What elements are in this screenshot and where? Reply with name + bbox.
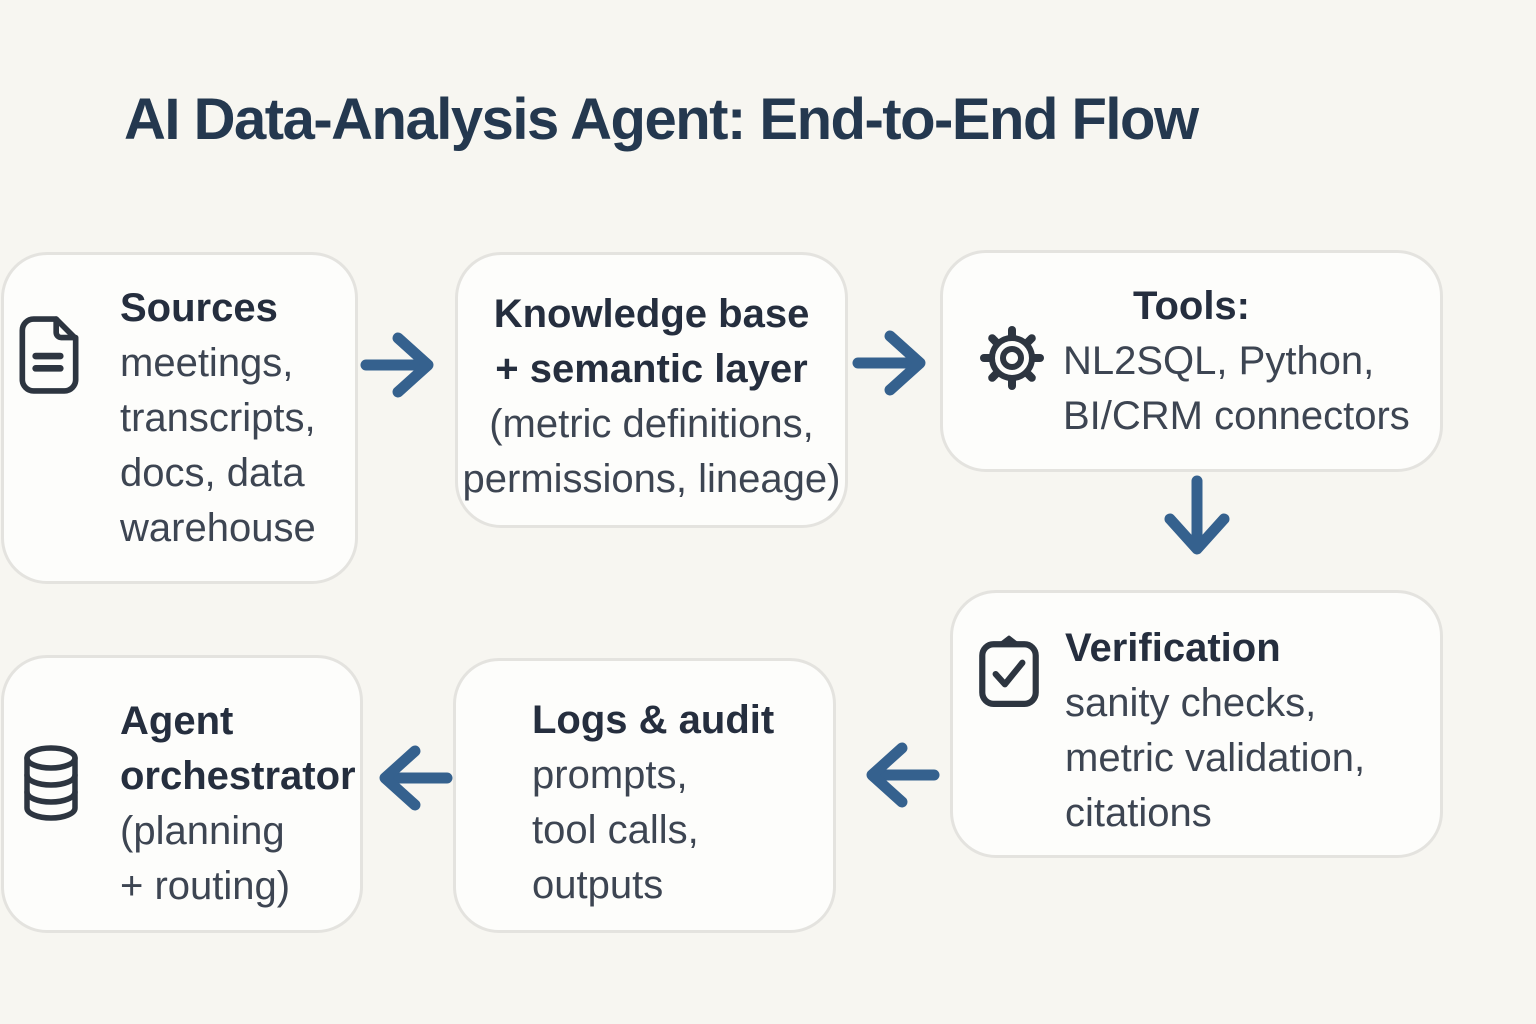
node-tools: Tools: NL2SQL, Python, BI/CRM connectors (940, 250, 1443, 472)
gear-icon (979, 325, 1045, 391)
node-heading: Knowledge base + semantic layer (493, 292, 810, 391)
node-sources: Sources meetings, transcripts, docs, dat… (1, 252, 358, 584)
document-icon (18, 315, 80, 395)
node-logs-audit: Logs & audit prompts, tool calls, output… (453, 658, 836, 933)
node-heading: Agent orchestrator (120, 699, 356, 798)
node-body: meetings, transcripts, docs, data wareho… (120, 341, 316, 550)
node-heading: Sources (120, 286, 278, 330)
node-body: prompts, tool calls, outputs (532, 753, 699, 907)
node-heading: Tools: (1132, 284, 1250, 328)
arrow-logs-to-orchestrator-icon (365, 733, 455, 823)
clipboard-check-icon (977, 635, 1041, 709)
node-verification: Verification sanity checks, metric valid… (950, 590, 1443, 858)
node-body: (metric definitions, permissions, lineag… (462, 402, 841, 501)
database-icon (20, 744, 82, 824)
node-heading: Verification (1065, 626, 1281, 670)
page-title: AI Data-Analysis Agent: End-to-End Flow (124, 87, 1199, 152)
arrow-verification-to-logs-icon (852, 730, 942, 820)
node-heading: Logs & audit (532, 698, 775, 742)
arrow-knowledge-to-tools-icon (850, 318, 940, 408)
arrow-sources-to-knowledge-icon (358, 320, 448, 410)
node-knowledge-base: Knowledge base + semantic layer (metric … (455, 252, 848, 528)
node-body: (planning + routing) (120, 809, 291, 908)
arrow-tools-to-verification-icon (1152, 473, 1242, 573)
node-body: sanity checks, metric validation, citati… (1065, 681, 1366, 835)
node-body: NL2SQL, Python, BI/CRM connectors (1063, 339, 1410, 438)
node-agent-orchestrator: Agent orchestrator (planning + routing) (1, 655, 363, 933)
